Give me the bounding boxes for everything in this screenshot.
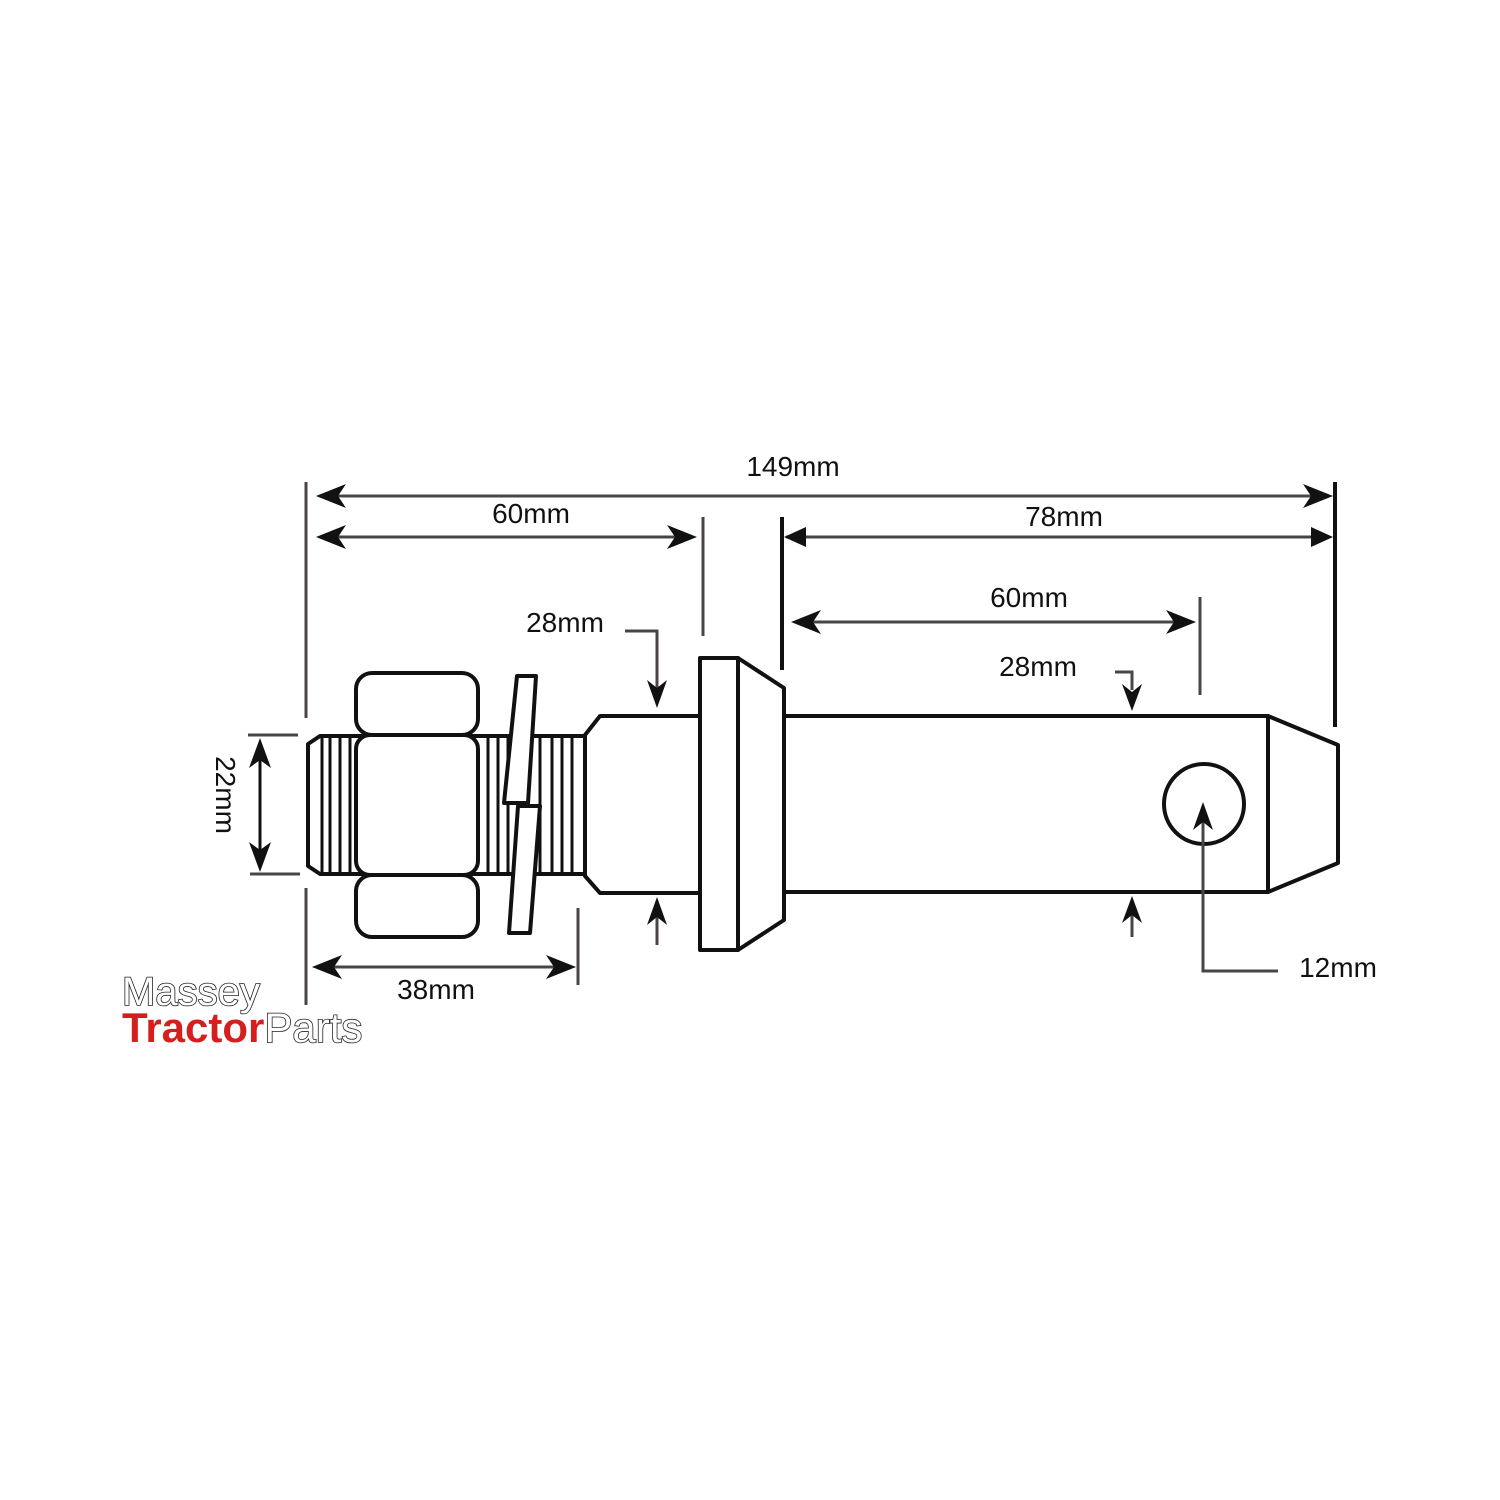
pin-body (306, 656, 1340, 952)
dimension-149 (316, 484, 1333, 508)
dimension-38 (312, 955, 576, 979)
logo-line2: TractorParts (122, 1004, 362, 1051)
label-hole-position: 60mm (990, 582, 1068, 613)
dimension-60-left (316, 525, 697, 549)
label-hole-diameter: 12mm (1299, 952, 1377, 983)
label-shank-diameter-right: 28mm (999, 651, 1077, 682)
dimension-22 (249, 738, 271, 872)
label-overall-length: 149mm (746, 451, 839, 482)
logo-line1: Massey (122, 970, 260, 1014)
lock-washer (502, 674, 542, 935)
logo-tractor: Tractor (122, 1004, 264, 1051)
leader-12 (1193, 802, 1278, 973)
dimension-60-right (791, 610, 1196, 634)
collar (698, 656, 786, 952)
extension-lines (248, 482, 1337, 1005)
left-shank (583, 714, 702, 895)
pin-tip (1266, 714, 1340, 894)
label-thread-diameter: 22mm (210, 756, 241, 834)
label-pin-length: 78mm (1025, 501, 1103, 532)
hex-nut (354, 671, 480, 939)
brand-logo: Massey TractorParts (121, 969, 363, 1052)
label-threaded-section: 60mm (492, 498, 570, 529)
logo-parts: Parts (264, 1004, 362, 1051)
leader-28-left (625, 629, 667, 945)
label-thread-length: 38mm (397, 974, 475, 1005)
label-shank-diameter-left: 28mm (526, 607, 604, 638)
leader-28-right (1115, 670, 1142, 937)
dimension-78 (784, 527, 1333, 547)
